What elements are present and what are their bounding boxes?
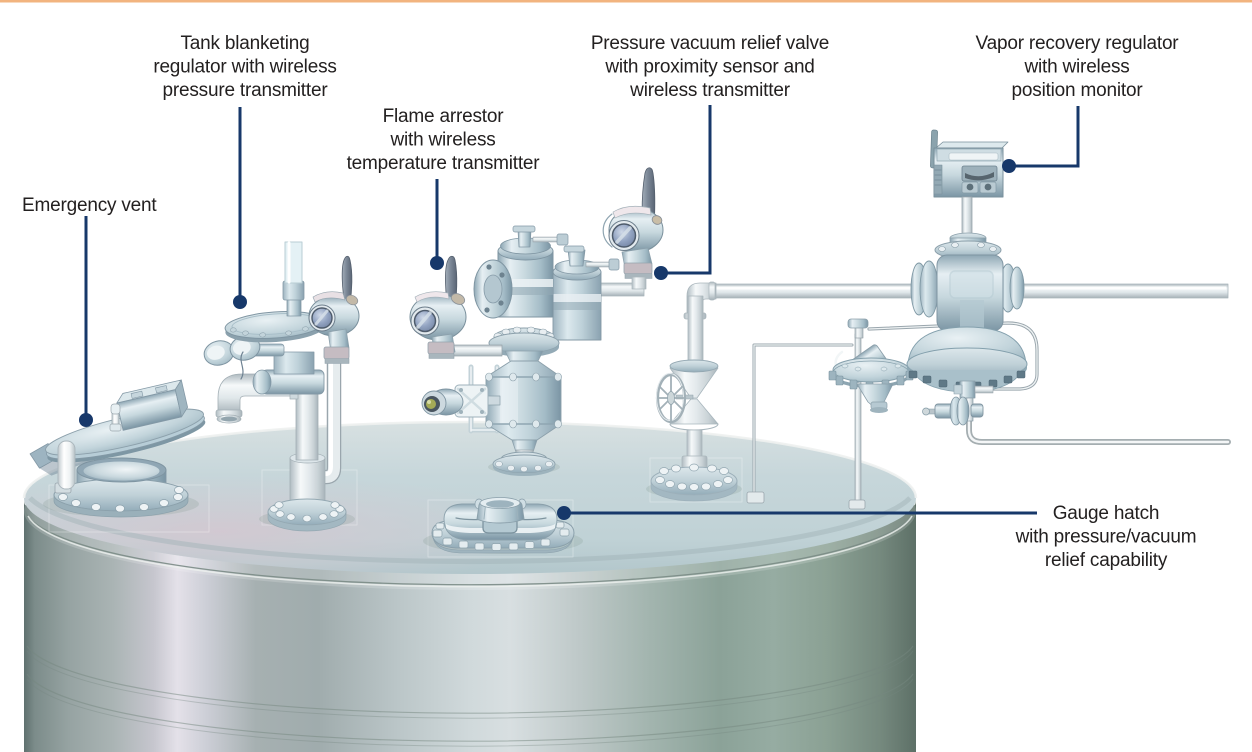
svg-text:Emergency vent: Emergency vent <box>22 195 157 216</box>
svg-text:pressure transmitter: pressure transmitter <box>163 80 329 101</box>
svg-text:wireless transmitter: wireless transmitter <box>629 80 791 101</box>
svg-text:with proximity sensor and: with proximity sensor and <box>604 57 814 78</box>
svg-text:Tank blanketing: Tank blanketing <box>180 33 309 54</box>
svg-text:with wireless: with wireless <box>389 130 495 151</box>
svg-text:position monitor: position monitor <box>1012 80 1144 101</box>
svg-text:temperature transmitter: temperature transmitter <box>347 153 541 174</box>
svg-text:Flame arrestor: Flame arrestor <box>383 106 505 127</box>
svg-text:Pressure vacuum relief valve: Pressure vacuum relief valve <box>591 33 829 54</box>
svg-text:Vapor recovery regulator: Vapor recovery regulator <box>976 33 1180 54</box>
svg-text:with wireless: with wireless <box>1023 57 1129 78</box>
svg-text:regulator with wireless: regulator with wireless <box>153 57 336 78</box>
svg-text:relief capability: relief capability <box>1045 550 1168 571</box>
svg-text:Gauge hatch: Gauge hatch <box>1053 503 1160 524</box>
svg-text:with pressure/vacuum: with pressure/vacuum <box>1015 527 1197 548</box>
